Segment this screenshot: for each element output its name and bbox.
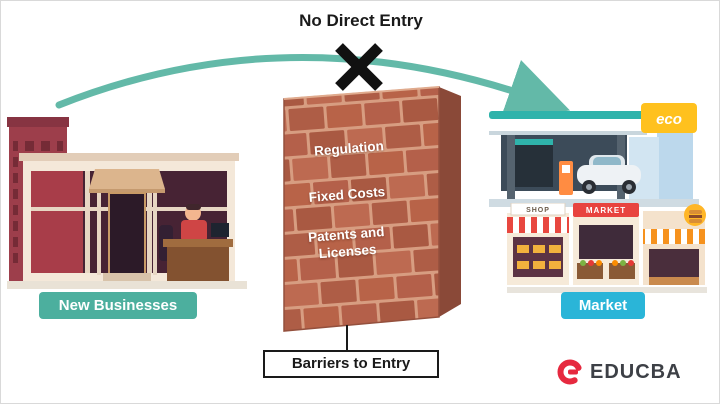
- shops-illustration: SHOP MARKET: [507, 203, 707, 293]
- market-label: Market: [561, 292, 645, 319]
- brand-name: EDUCBA: [590, 361, 682, 383]
- shop-sign-label: SHOP: [526, 207, 550, 214]
- eco-sign-label: eco: [656, 111, 682, 128]
- x-mark-icon: [335, 43, 383, 91]
- barriers-to-entry-box: Barriers to Entry: [263, 350, 439, 378]
- barrier-connector-line: [346, 325, 348, 350]
- educba-logo-icon: [557, 359, 583, 385]
- market-sign-label: MARKET: [586, 206, 626, 215]
- brick-wall: [283, 86, 461, 332]
- new-businesses-label: New Businesses: [39, 292, 197, 319]
- gas-station-illustration: eco: [489, 103, 699, 207]
- diagram-title: No Direct Entry: [299, 11, 423, 30]
- curved-arrow-icon: [55, 53, 571, 120]
- new-business-building-illustration: [7, 117, 247, 289]
